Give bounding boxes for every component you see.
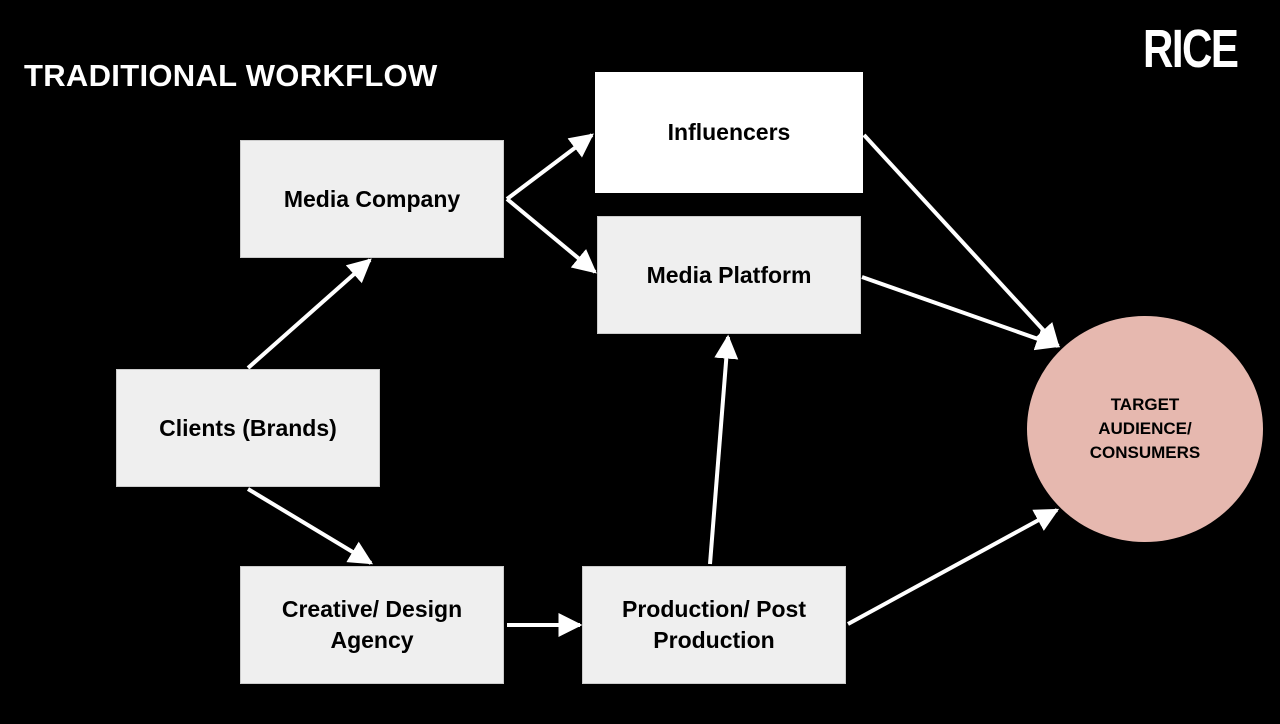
arrow-media-company-to-media-platform [505,197,597,274]
rice-logo: RICE [1143,19,1239,79]
node-media-platform: Media Platform [597,216,861,334]
node-influencers: Influencers [595,72,863,193]
node-label: Clients (Brands) [159,414,337,441]
node-production-post-production: Production/ Post Production [582,566,846,684]
node-label: Media Company [283,185,461,212]
arrow-influencers-to-target [862,133,1060,348]
arrow-media-company-to-influencers [505,133,594,201]
node-label: Media Platform [646,261,812,288]
node-media-company: Media Company [240,140,504,258]
node-target-audience: TARGET AUDIENCE/ CONSUMERS [1027,316,1263,542]
node-creative-design-agency: Creative/ Design Agency [240,566,504,684]
node-label: Creative/ Design Agency [281,596,463,653]
node-label: Production/ Post Production [622,596,806,653]
arrow-production-to-target [847,508,1060,626]
slide-title: TRADITIONAL WORKFLOW [24,58,438,93]
arrow-production-to-media-platform [708,334,739,565]
node-label: TARGET AUDIENCE/ CONSUMERS [1089,395,1201,462]
arrow-clients-to-media-company [246,258,372,370]
node-label: Influencers [667,119,791,145]
arrow-clients-to-creative-agency [246,487,374,565]
arrow-media-platform-to-target [861,275,1061,351]
node-clients-brands: Clients (Brands) [116,369,380,487]
